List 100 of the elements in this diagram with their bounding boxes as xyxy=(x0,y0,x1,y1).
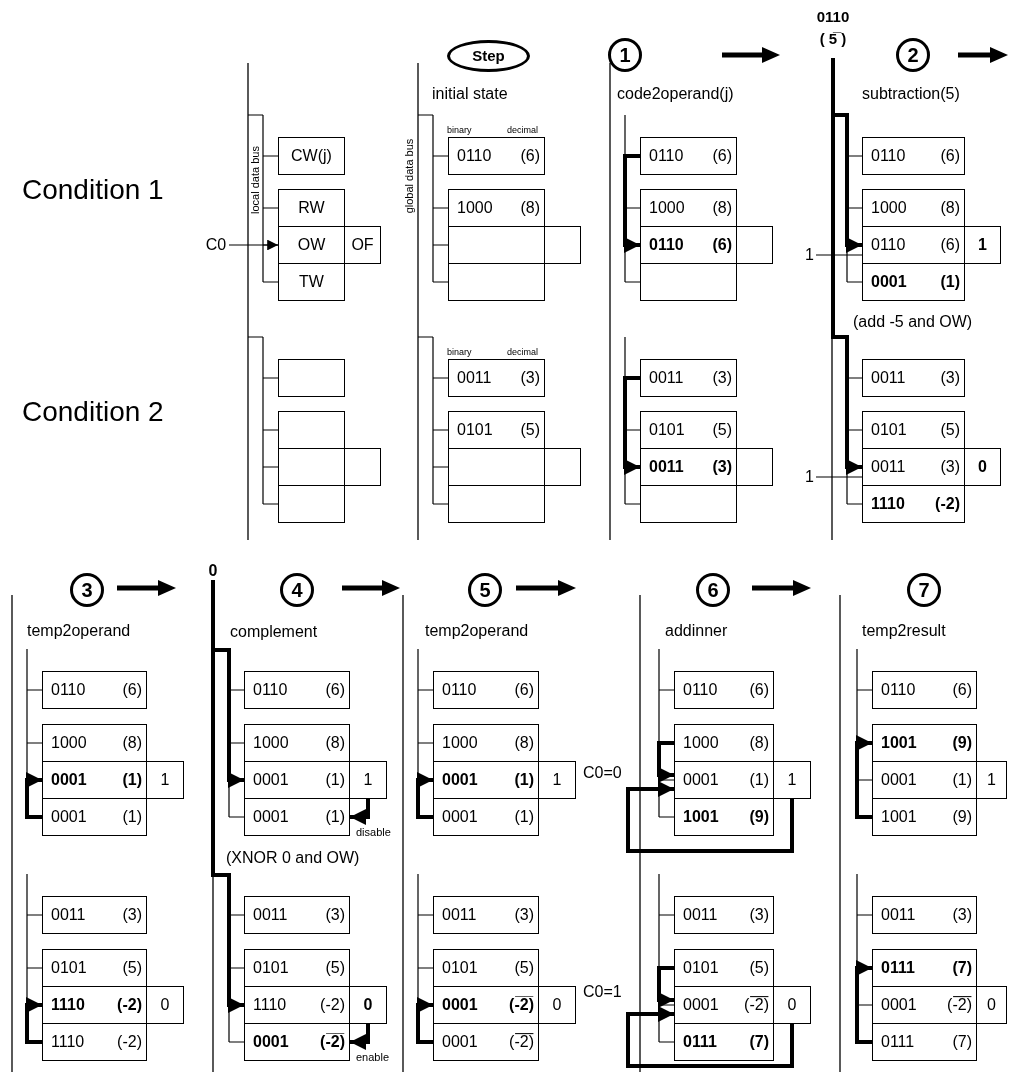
decimal-value: (1) xyxy=(122,770,142,790)
register-box xyxy=(448,359,545,397)
decimal-value: (1) xyxy=(940,272,960,292)
register-box xyxy=(640,137,737,175)
register-box xyxy=(862,189,965,227)
register-box xyxy=(244,798,350,836)
binary-value: 0101 xyxy=(51,958,87,978)
register-box xyxy=(674,671,774,709)
decimal-value: (5) xyxy=(712,420,732,440)
transfer-arrow xyxy=(831,58,862,475)
decimal-value: (5) xyxy=(514,958,534,978)
decimal-value: (8) xyxy=(325,733,345,753)
step-title: temp2operand xyxy=(425,621,529,641)
register-box xyxy=(872,949,977,987)
signal-label: C0=1 xyxy=(583,982,622,1002)
decimal-value: (-̅2̅) xyxy=(320,1032,345,1052)
flag-box: 0 xyxy=(976,986,1007,1024)
register-box xyxy=(640,411,737,449)
empty-register-box xyxy=(344,448,381,486)
binary-value: 0101 xyxy=(871,420,907,440)
binary-value: 1001 xyxy=(881,733,917,753)
binary-value: 0001 xyxy=(683,995,719,1015)
empty-register-box xyxy=(544,448,581,486)
decimal-value: (8) xyxy=(520,198,540,218)
transfer-arrow xyxy=(350,799,370,825)
binary-value: 0011 xyxy=(457,368,492,388)
register-box xyxy=(42,1023,147,1061)
register-box xyxy=(42,949,147,987)
decimal-value: (3) xyxy=(940,368,960,388)
signal-label: enable xyxy=(356,1051,390,1065)
register-box xyxy=(862,359,965,397)
binary-value: 0101 xyxy=(253,958,289,978)
step-title: subtraction(5) xyxy=(862,84,960,104)
register-box xyxy=(872,724,977,762)
binary-value: 0001 xyxy=(253,1032,289,1052)
binary-value: 0110 xyxy=(881,680,916,700)
operation-note: (add -5 and OW) xyxy=(853,312,973,332)
register-box xyxy=(448,189,545,227)
register-box xyxy=(433,1023,539,1061)
binary-value: 0001 xyxy=(442,995,478,1015)
signal-label: disable xyxy=(356,826,391,840)
bus-label: local data bus xyxy=(249,146,261,214)
binary-value: 1110 xyxy=(51,1032,85,1052)
decimal-value: (8) xyxy=(514,733,534,753)
register-box xyxy=(448,137,545,175)
decimal-value: (1) xyxy=(514,770,534,790)
register-box xyxy=(872,896,977,934)
register-box xyxy=(433,724,539,762)
decimal-value: (3) xyxy=(712,368,732,388)
decimal-value: (8) xyxy=(749,733,769,753)
decimal-value: (1) xyxy=(325,807,345,827)
binary-value: 0101 xyxy=(683,958,719,978)
flag-box: 0 xyxy=(349,986,387,1024)
register-box xyxy=(640,359,737,397)
empty-register-box xyxy=(640,485,737,523)
flag-box: 0 xyxy=(146,986,184,1024)
decimal-value: (9) xyxy=(749,807,769,827)
binary-value: 0001 xyxy=(51,807,87,827)
decimal-value: (7) xyxy=(952,1032,972,1052)
operand-binary-label: 0110 xyxy=(816,7,850,27)
binary-value: 0001 xyxy=(442,807,478,827)
decimal-value: (9) xyxy=(952,807,972,827)
register-box xyxy=(244,949,350,987)
transfer-arrow xyxy=(855,735,872,819)
decimal-value: (6) xyxy=(325,680,345,700)
register-box xyxy=(862,411,965,449)
binary-value: 1000 xyxy=(457,198,493,218)
binary-value: 1110 xyxy=(871,494,905,514)
signal-label: 1 xyxy=(803,468,816,486)
register-box xyxy=(872,798,977,836)
decimal-value: (6) xyxy=(712,235,732,255)
signal-label: C0 xyxy=(203,236,229,254)
empty-register-box xyxy=(640,263,737,301)
binary-value: 1001 xyxy=(683,807,719,827)
binary-value: 0001 xyxy=(51,770,87,790)
binary-value: 0110 xyxy=(253,680,288,700)
signal-label: 0 xyxy=(206,562,220,580)
register-box: CW(j) xyxy=(278,137,345,175)
empty-register-box xyxy=(736,448,773,486)
register-box xyxy=(674,949,774,987)
binary-value: 0011 xyxy=(649,368,684,388)
signal-label: C0=0 xyxy=(583,763,622,783)
operation-note: (XNOR 0 and OW) xyxy=(226,848,360,868)
flag-box: 0 xyxy=(964,448,1001,486)
decimal-value: (6) xyxy=(940,235,960,255)
binary-value: 0111 xyxy=(881,1032,915,1052)
decimal-value: (1) xyxy=(325,770,345,790)
binary-value: 1000 xyxy=(871,198,907,218)
binary-value: 0111 xyxy=(881,958,915,978)
decimal-value: (6) xyxy=(952,680,972,700)
binary-value: 0001 xyxy=(253,807,289,827)
binary-value: 0111 xyxy=(683,1032,717,1052)
binary-value: 0110 xyxy=(871,235,906,255)
decimal-value: (3) xyxy=(520,368,540,388)
step-title: addinner xyxy=(665,621,728,641)
transfer-arrow xyxy=(211,580,244,1013)
decimal-value: (-2) xyxy=(117,995,142,1015)
decimal-value: (3) xyxy=(712,457,732,477)
binary-value: 0011 xyxy=(253,905,288,925)
binary-value: 1001 xyxy=(881,807,917,827)
